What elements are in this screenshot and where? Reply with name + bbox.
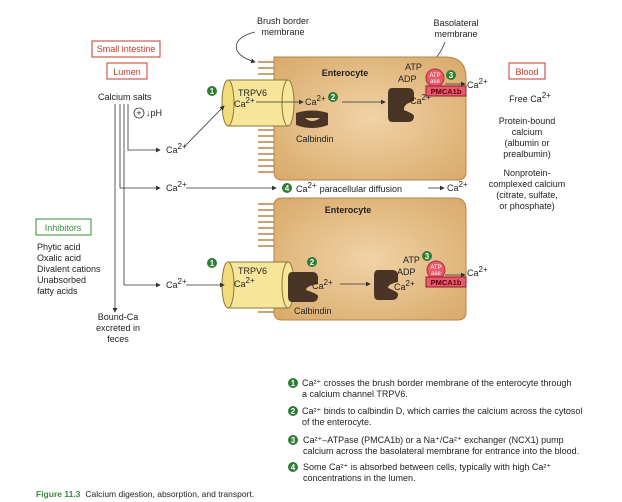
arrow	[119, 104, 161, 191]
calbindin-icon	[288, 272, 318, 302]
nonprotein-label: Nonprotein-complexed calcium(citrate, su…	[489, 168, 566, 211]
step-number: 3	[291, 436, 296, 445]
enterocyte-top: Enterocyte	[258, 56, 467, 181]
step-2-marker	[288, 406, 298, 416]
ca-label: Ca2+	[410, 93, 431, 106]
ca-label: Ca2+	[447, 180, 468, 193]
calbindin-release-icon	[374, 270, 398, 300]
step-number: 1	[291, 379, 296, 388]
plus-label: +	[136, 108, 141, 118]
step-number: 3	[425, 252, 430, 261]
adp-label: ADP	[397, 267, 416, 277]
calbindin-release-icon	[388, 88, 414, 122]
blood-box	[508, 62, 546, 80]
atp-label: ATP	[403, 255, 420, 265]
step-number: 4	[291, 463, 296, 472]
step-legend: 1 Ca²⁺ crosses the brush border membrane…	[288, 378, 582, 483]
trpv6-label: TRPV6	[238, 88, 267, 98]
step-2-marker	[307, 257, 317, 267]
ca-label: Ca2+	[394, 279, 415, 292]
step-1-marker	[207, 258, 217, 268]
calcium-salts-label: Calcium salts	[98, 92, 152, 102]
step-number: 2	[291, 407, 296, 416]
step-1-marker	[288, 378, 298, 388]
ca-label: Ca2+	[166, 142, 187, 155]
trpv6-channel-top: TRPV6 Ca2+	[221, 79, 295, 127]
plus-icon	[133, 107, 145, 119]
lumen-label: Lumen	[113, 67, 141, 77]
blood-label: Blood	[515, 67, 538, 77]
arrow	[127, 104, 161, 153]
step-4-marker	[288, 462, 298, 472]
paracellular-label: Ca2+paracellular diffusion	[296, 181, 402, 194]
pmca1b-label: PMCA1b	[431, 278, 462, 287]
step-4-marker	[282, 183, 292, 193]
ca-label: Ca2+	[234, 96, 255, 109]
calbindin-label: Calbindin	[296, 134, 334, 144]
lumen-box	[106, 62, 148, 80]
atp-label: ATP	[405, 62, 422, 72]
ca-label: Ca2+	[305, 94, 326, 107]
enterocyte-label: Enterocyte	[325, 205, 372, 215]
step-1-text: Ca²⁺ crosses the brush border membrane o…	[302, 378, 571, 399]
trpv6-channel-bottom: TRPV6 Ca2+	[221, 261, 295, 309]
ca-label: Ca2+	[234, 276, 255, 289]
brush-border-pointer	[236, 31, 256, 64]
step-number: 1	[210, 87, 215, 96]
ca-label: Ca2+	[467, 77, 488, 90]
pmca1b-label: PMCA1b	[431, 87, 462, 96]
small-intestine-label: Small intestine	[97, 44, 156, 54]
step-2-marker	[328, 92, 338, 102]
step-number: 2	[331, 93, 336, 102]
step-3-marker	[446, 70, 456, 80]
arrow	[183, 105, 225, 148]
step-3-text: Ca²⁺–ATPase (PMCA1b) or a Na⁺/Ca²⁺ excha…	[303, 435, 579, 456]
ca-label: Ca2+	[312, 278, 333, 291]
enterocyte-bottom: Enterocyte	[258, 197, 467, 321]
arrow	[123, 104, 161, 288]
ca-label: Ca2+	[467, 265, 488, 278]
step-number: 3	[449, 71, 454, 80]
calbindin-label: Calbindin	[294, 306, 332, 316]
step-number: 1	[210, 259, 215, 268]
trpv6-label: TRPV6	[238, 266, 267, 276]
step-3-marker	[288, 435, 298, 445]
ph-label: ↓pH	[146, 108, 162, 118]
enterocyte-label: Enterocyte	[322, 68, 369, 78]
microvilli	[258, 61, 274, 173]
step-number: 2	[310, 258, 315, 267]
step-3-marker	[422, 251, 432, 261]
free-ca-label: Free Ca2+	[509, 91, 551, 104]
step-2-text: Ca²⁺ binds to calbindin D, which carries…	[302, 406, 582, 427]
pmca1b-badge	[425, 276, 467, 288]
inhibitors-label: Inhibitors	[45, 223, 82, 233]
step-4-text: Some Ca²⁺ is absorbed between cells, typ…	[303, 462, 551, 483]
inhibitors-box	[35, 218, 92, 236]
small-intestine-box	[91, 40, 161, 58]
ca-label: Ca2+	[166, 277, 187, 290]
ca-label: Ca2+	[166, 180, 187, 193]
step-number: 4	[285, 184, 290, 193]
pmca1b-badge	[425, 85, 467, 97]
step-1-marker	[207, 86, 217, 96]
calbindin-icon	[296, 110, 328, 128]
adp-label: ADP	[398, 74, 417, 84]
